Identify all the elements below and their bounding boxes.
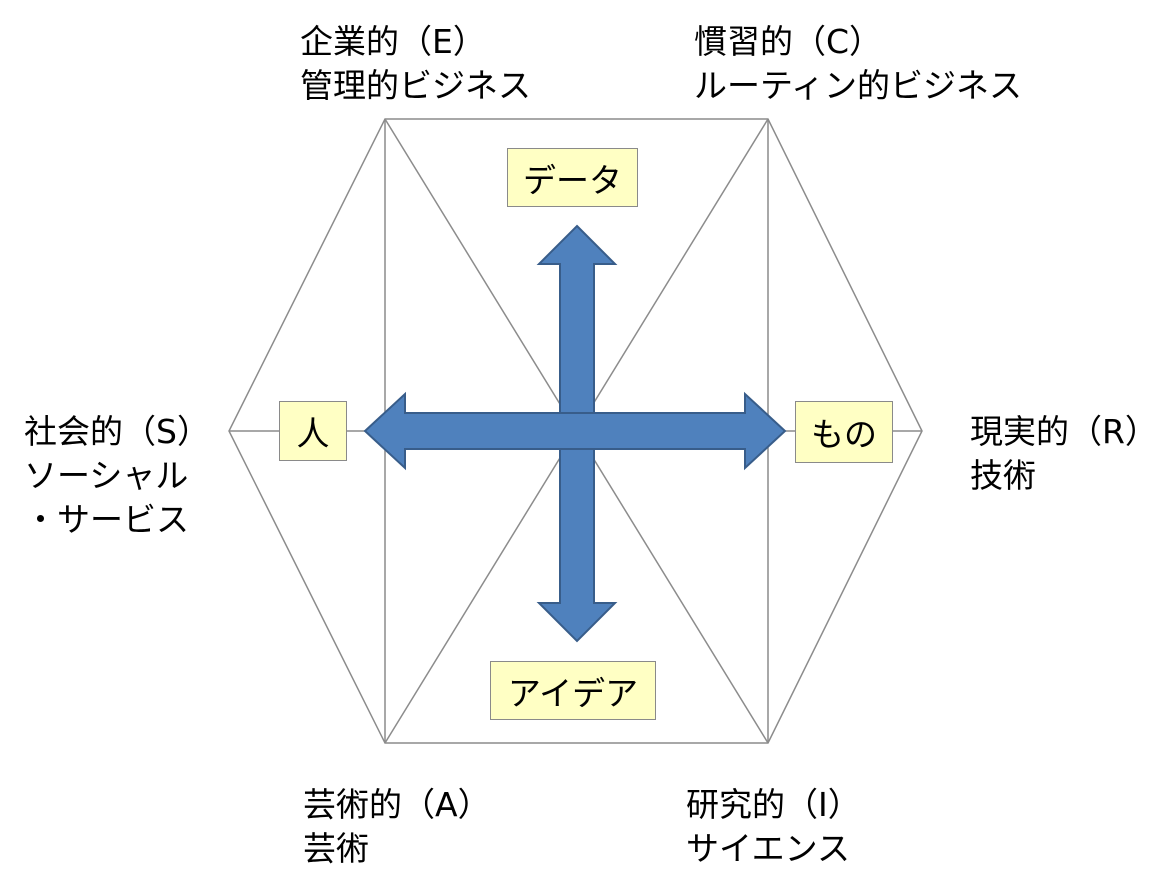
label-line: 企業的（E） xyxy=(300,22,486,61)
label-line: 芸術的（A） xyxy=(303,785,491,824)
label-line: 管理的ビジネス xyxy=(300,66,531,105)
label-line: ・サービス xyxy=(24,500,189,539)
label-line: ルーティン的ビジネス xyxy=(694,66,1023,105)
label-line: ソーシャル xyxy=(24,456,189,495)
label-realistic: 現実的（R） 技術 xyxy=(970,410,1158,498)
label-artistic: 芸術的（A） 芸術 xyxy=(303,783,491,871)
label-line: 研究的（I） xyxy=(686,785,861,824)
axis-box-ideas: アイデア xyxy=(490,661,656,720)
label-line: 社会的（S） xyxy=(24,412,210,451)
axis-box-people: 人 xyxy=(279,401,347,461)
label-enterprising: 企業的（E） 管理的ビジネス xyxy=(300,20,531,108)
axis-box-data: データ xyxy=(507,148,638,207)
label-line: 技術 xyxy=(970,456,1036,495)
label-line: 慣習的（C） xyxy=(694,22,883,61)
axis-box-things: もの xyxy=(795,401,893,463)
label-line: サイエンス xyxy=(686,829,851,868)
label-line: 現実的（R） xyxy=(970,412,1158,451)
label-social: 社会的（S） ソーシャル ・サービス xyxy=(24,410,210,542)
label-line: 芸術 xyxy=(303,829,369,868)
label-conventional: 慣習的（C） ルーティン的ビジネス xyxy=(694,20,1022,108)
label-investigative: 研究的（I） サイエンス xyxy=(686,783,861,871)
